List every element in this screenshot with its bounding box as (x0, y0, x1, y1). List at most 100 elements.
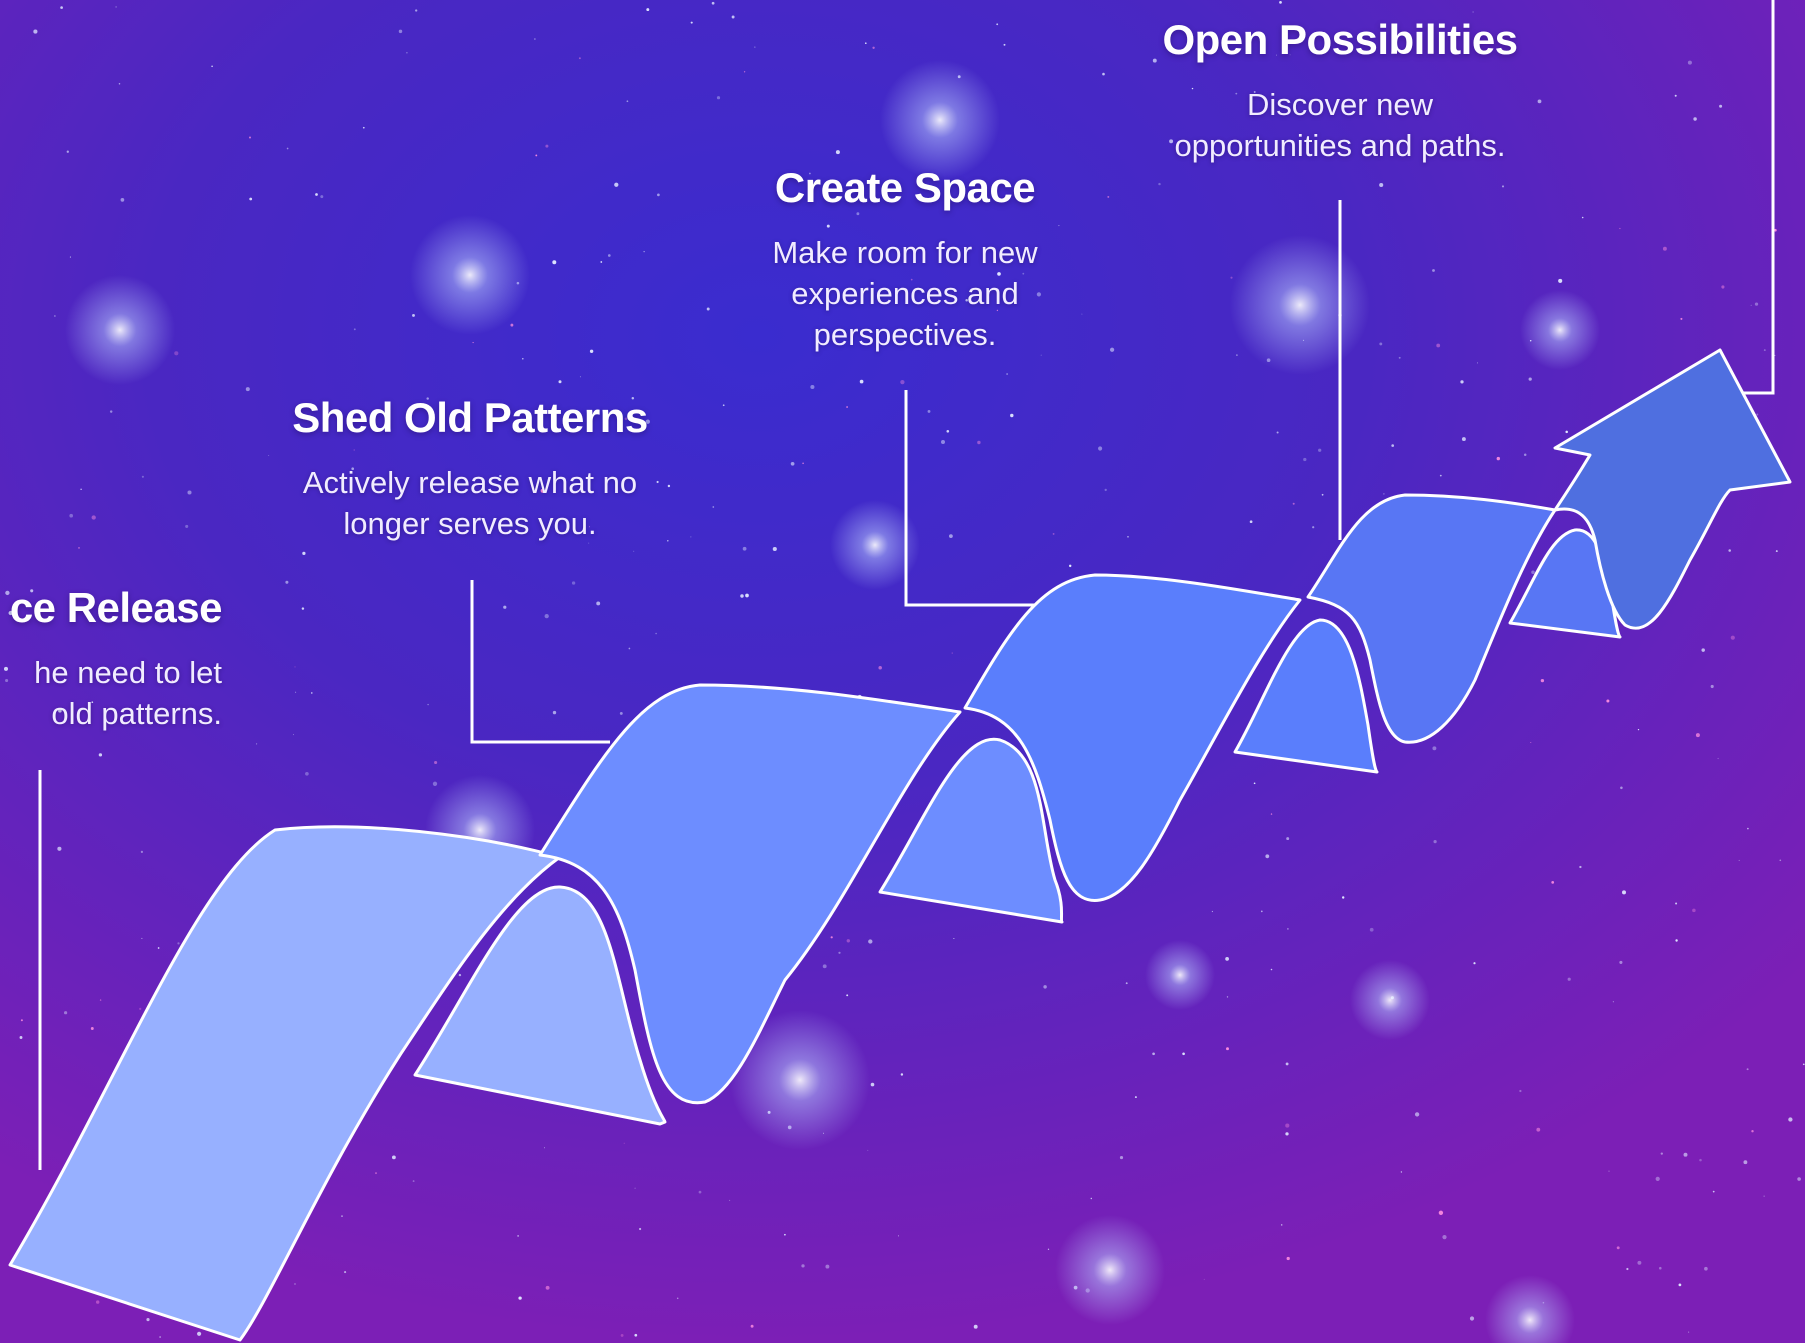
star-dot (63, 1011, 68, 1015)
star-dot (846, 939, 850, 943)
star-dot (1728, 549, 1731, 552)
ribbon-fold-3 (1233, 618, 1379, 774)
star-dot (1622, 890, 1626, 895)
star-dot (535, 154, 538, 157)
star-dot (946, 429, 950, 433)
star-dot (293, 734, 294, 736)
star-dot (897, 1235, 900, 1237)
star-dot (900, 379, 905, 385)
star-dot (1756, 413, 1759, 416)
star-dot (503, 605, 507, 609)
step-1-desc-line-2: old patterns. (51, 696, 222, 732)
star-dot (1280, 1224, 1283, 1226)
star-dot (1680, 317, 1683, 320)
star-dot (745, 593, 749, 598)
star-dot (1127, 536, 1129, 538)
star-dot (406, 52, 408, 54)
star-dot (1398, 356, 1401, 359)
star-dot (1109, 347, 1115, 352)
star-dot (1747, 827, 1749, 830)
star-dot (750, 1324, 754, 1328)
star-dot (690, 536, 692, 538)
star-dot (623, 1142, 625, 1144)
star-dot (1674, 94, 1677, 97)
star-dot (1531, 570, 1535, 575)
star-dot (868, 939, 873, 944)
star-dot (825, 1264, 830, 1269)
star-dot (1152, 58, 1157, 63)
star-dot (1619, 960, 1623, 964)
star-dot (1439, 474, 1442, 477)
star-dot (558, 380, 562, 384)
star-dot (1125, 982, 1128, 985)
star-dot (1788, 1117, 1793, 1122)
star-dot (1119, 1156, 1124, 1160)
star-dot (1717, 757, 1719, 760)
star-dot (742, 546, 747, 551)
star-dot (1558, 278, 1563, 283)
star-dot (740, 594, 744, 598)
star-dot (1750, 304, 1752, 306)
star-dot (458, 973, 462, 977)
connector-line-2 (470, 580, 610, 744)
step-3-label: Create Space Make room for new experienc… (705, 164, 1105, 356)
star-dot (846, 406, 849, 408)
star-dot (311, 692, 313, 694)
star-dot (1461, 437, 1466, 442)
star-dot (1169, 139, 1174, 144)
star-dot (268, 455, 270, 456)
star-dot (1003, 43, 1006, 46)
star-dot (977, 440, 981, 445)
star-dot (545, 144, 549, 148)
star-dot (412, 1180, 415, 1183)
star-dot (294, 1283, 296, 1285)
star-dot (341, 1215, 343, 1218)
star-dot (1721, 285, 1725, 289)
star-dot (1433, 840, 1437, 844)
star-dot (1068, 564, 1072, 568)
star-dot (784, 1233, 786, 1236)
star-dot (631, 397, 635, 400)
star-dot (910, 278, 913, 281)
star-dot (1253, 782, 1256, 785)
step-4-label: Open Possibilities Discover new opportun… (1120, 16, 1560, 167)
star-dot (120, 198, 125, 202)
star-dot (1211, 910, 1214, 913)
star-dot (286, 147, 289, 150)
star-dot (1608, 1170, 1610, 1172)
star-dot (624, 417, 628, 421)
star-dot (1182, 1052, 1185, 1056)
star-dot (545, 1285, 550, 1290)
star-dot (1285, 1123, 1290, 1128)
star-dot (996, 309, 999, 312)
step-3-description: Make room for new experiences and perspe… (705, 233, 1105, 356)
star-dot (1043, 985, 1047, 989)
star-dot (1472, 11, 1474, 13)
star-dot (1774, 354, 1776, 356)
ribbon-segment-4 (1306, 493, 1557, 744)
star-dot (1612, 1001, 1614, 1003)
star-dot (1158, 182, 1161, 186)
star-dot (1523, 453, 1527, 457)
step-2-description: Actively release what no longer serves y… (250, 463, 690, 545)
star-dot (1616, 1246, 1620, 1250)
star-dot (927, 409, 931, 413)
star-dot (1678, 1283, 1682, 1287)
star-dot (1619, 227, 1621, 230)
star-dot (1226, 1047, 1229, 1051)
star-dot (1620, 786, 1623, 790)
step-4-description: Discover new opportunities and paths. (1120, 85, 1560, 167)
star-dot (1710, 684, 1714, 689)
star-dot (859, 379, 864, 384)
star-dot (951, 652, 953, 654)
star-dot (412, 313, 415, 317)
star-dot (588, 542, 590, 544)
star-dot (1249, 520, 1253, 524)
star-dot (139, 1007, 142, 1011)
star-dot (552, 260, 557, 265)
star-dot (722, 404, 725, 407)
star-dot (1688, 1331, 1690, 1333)
star-dot (249, 197, 253, 201)
star-dot (628, 647, 631, 650)
star-dot (115, 6, 117, 8)
